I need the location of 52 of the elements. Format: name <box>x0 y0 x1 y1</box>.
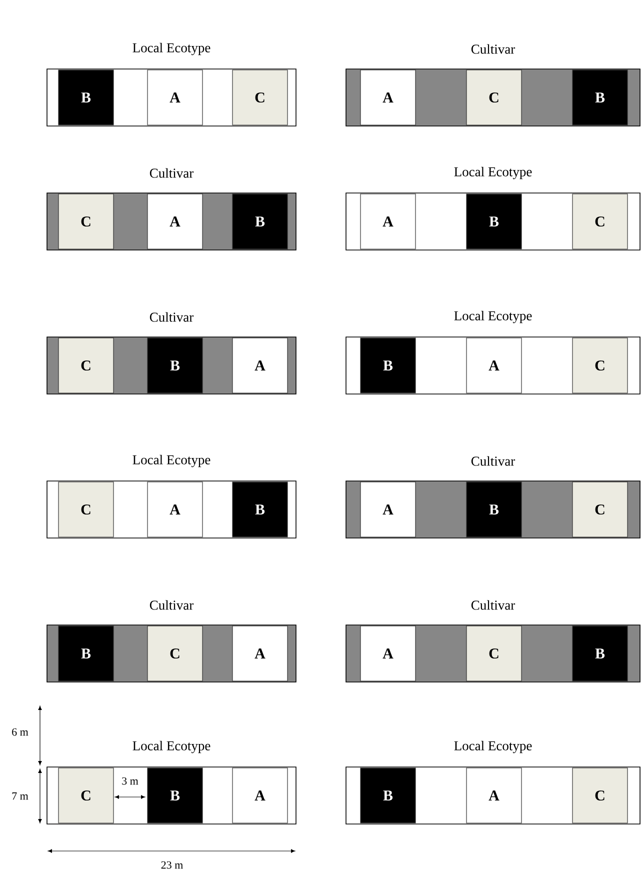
plot-square: C <box>572 338 628 394</box>
plot-square: A <box>466 338 522 394</box>
plot-square: A <box>147 194 203 250</box>
plot-square: B <box>232 194 288 250</box>
plot-square: A <box>232 338 288 394</box>
plot-square: B <box>58 70 114 126</box>
dimension-label: 6 m <box>12 728 28 736</box>
plot-square: C <box>572 768 628 824</box>
plot-square: C <box>58 338 114 394</box>
plot-square: B <box>572 626 628 682</box>
plot-square: B <box>572 70 628 126</box>
plot-square: A <box>360 70 416 126</box>
plot-square: B <box>360 768 416 824</box>
plot-square: B <box>466 482 522 538</box>
node-label: Cultivar <box>471 600 516 610</box>
dimension-label: 3 m <box>122 777 138 785</box>
node-label: Cultivar <box>471 456 516 466</box>
node-label: Local Ecotype <box>454 310 532 324</box>
node-label: Local Ecotype <box>132 42 210 56</box>
plot-square: B <box>147 338 203 394</box>
plot-square: C <box>147 626 203 682</box>
node-label: Cultivar <box>150 600 194 610</box>
dimension-label: 23 m <box>161 861 183 869</box>
node-label: Cultivar <box>471 44 516 54</box>
node-label: Local Ecotype <box>132 454 210 468</box>
plot-square: C <box>572 194 628 250</box>
plot-square: C <box>466 70 522 126</box>
plot-square: B <box>232 482 288 538</box>
plot-square: A <box>147 482 203 538</box>
plot-square: A <box>360 194 416 250</box>
plot-square: C <box>58 768 114 824</box>
plot-square: B <box>360 338 416 394</box>
plot-square: A <box>232 768 288 824</box>
plot-square: B <box>58 626 114 682</box>
plot-square: C <box>58 194 114 250</box>
plot-square: A <box>466 768 522 824</box>
node-label: Local Ecotype <box>132 740 210 754</box>
plot-square: B <box>147 768 203 824</box>
plot-square: C <box>466 626 522 682</box>
plot-square: A <box>360 626 416 682</box>
plot-square: A <box>232 626 288 682</box>
node-label: Cultivar <box>150 312 194 322</box>
node-label: Cultivar <box>150 168 194 178</box>
plot-square: C <box>58 482 114 538</box>
dimension-label: 7 m <box>12 792 28 800</box>
plot-square: B <box>466 194 522 250</box>
plot-square: A <box>147 70 203 126</box>
plot-square: C <box>572 482 628 538</box>
plot-square: A <box>360 482 416 538</box>
node-label: Local Ecotype <box>454 740 532 754</box>
plot-square: C <box>232 70 288 126</box>
node-label: Local Ecotype <box>454 166 532 180</box>
